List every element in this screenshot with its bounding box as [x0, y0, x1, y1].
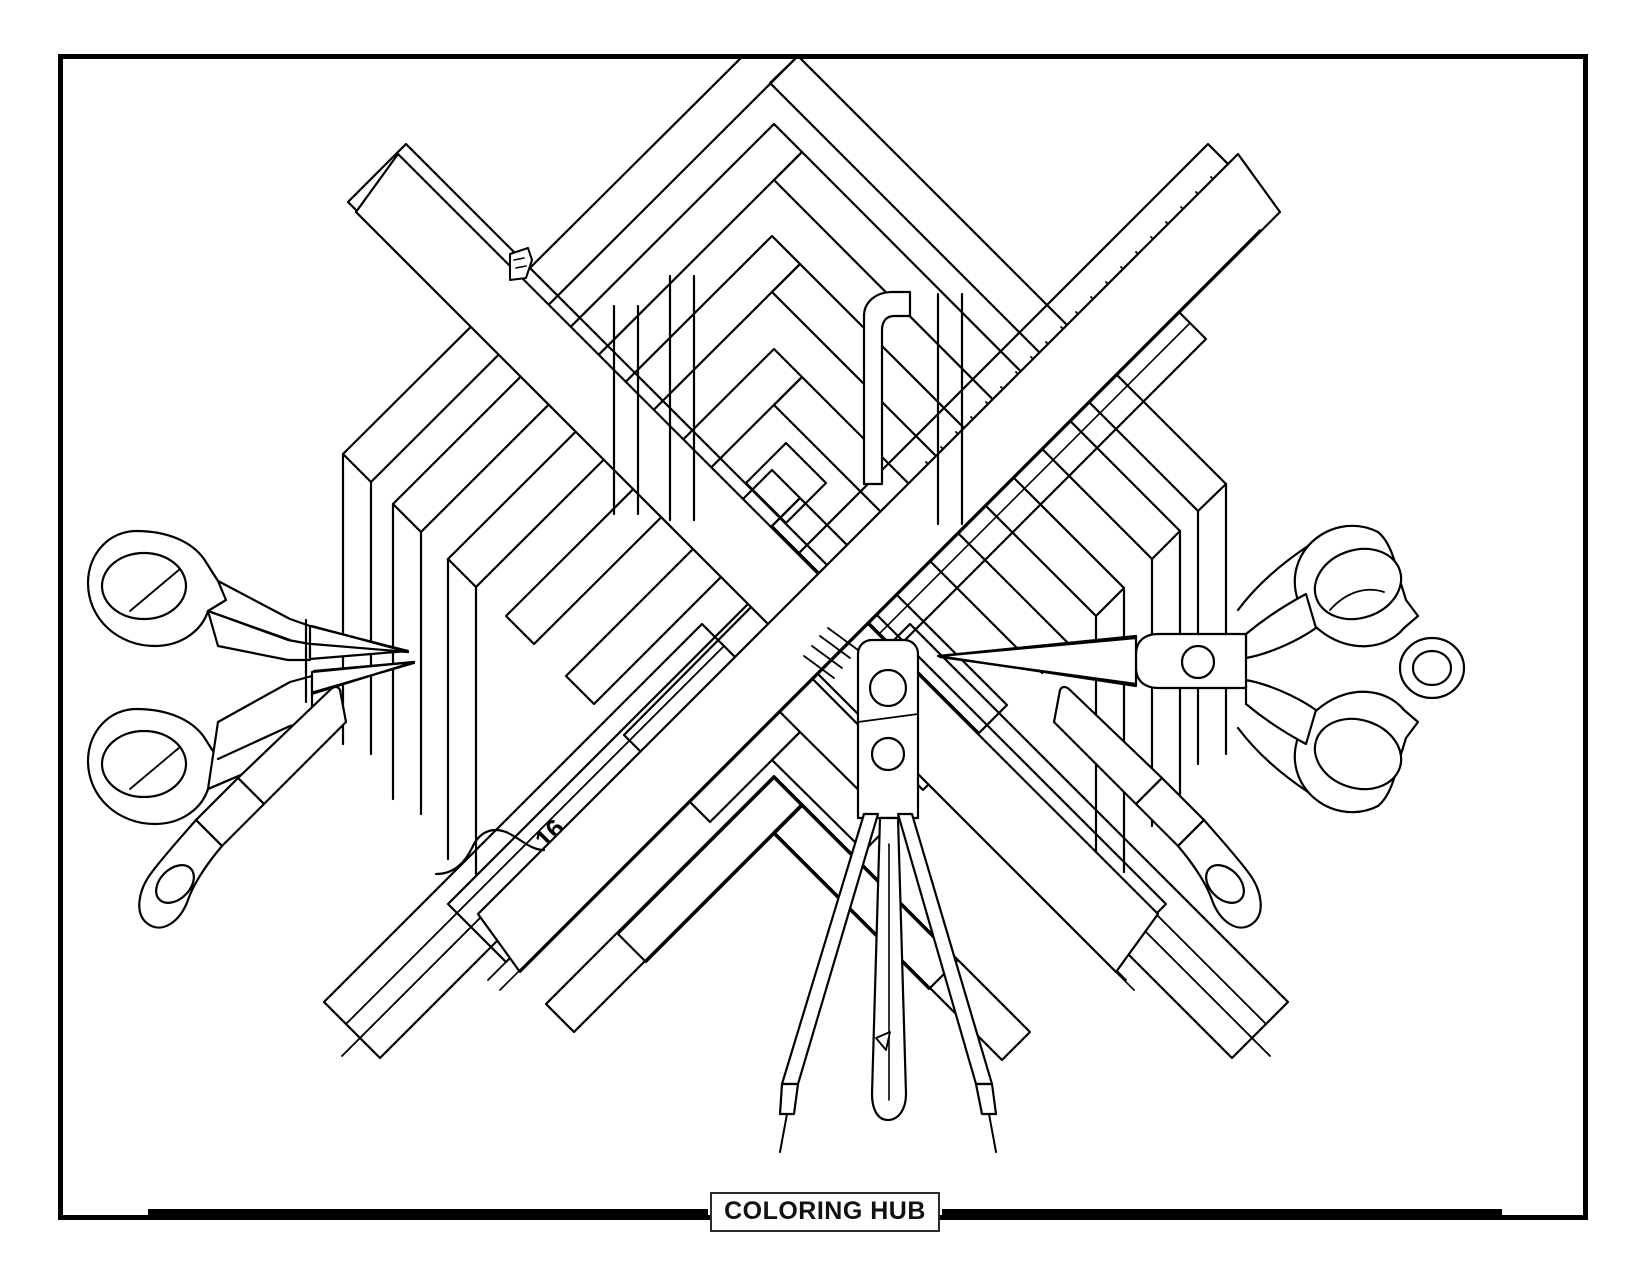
footer-rule-right: [941, 1209, 1502, 1215]
seam-ripper-left: [138, 685, 348, 929]
scissors-left: [86, 529, 416, 826]
compass-divider: [778, 627, 998, 1153]
ruler-center-crossing: [476, 152, 1282, 991]
scissors-right: [936, 524, 1466, 814]
ruler-bottom-left-diagonal: 16: [322, 622, 760, 1060]
seam-ripper-right: [1052, 685, 1262, 929]
coloring-hub-badge: COLORING HUB: [710, 1192, 940, 1232]
top-center-handle: [612, 274, 964, 526]
lower-left-hook-tool: [434, 828, 546, 876]
footer-rule-left: [148, 1209, 709, 1215]
footer-logo: COLORING HUB: [0, 1186, 1650, 1238]
coloring-artwork: 16: [58, 54, 1588, 1220]
top-small-mark: [509, 247, 533, 281]
